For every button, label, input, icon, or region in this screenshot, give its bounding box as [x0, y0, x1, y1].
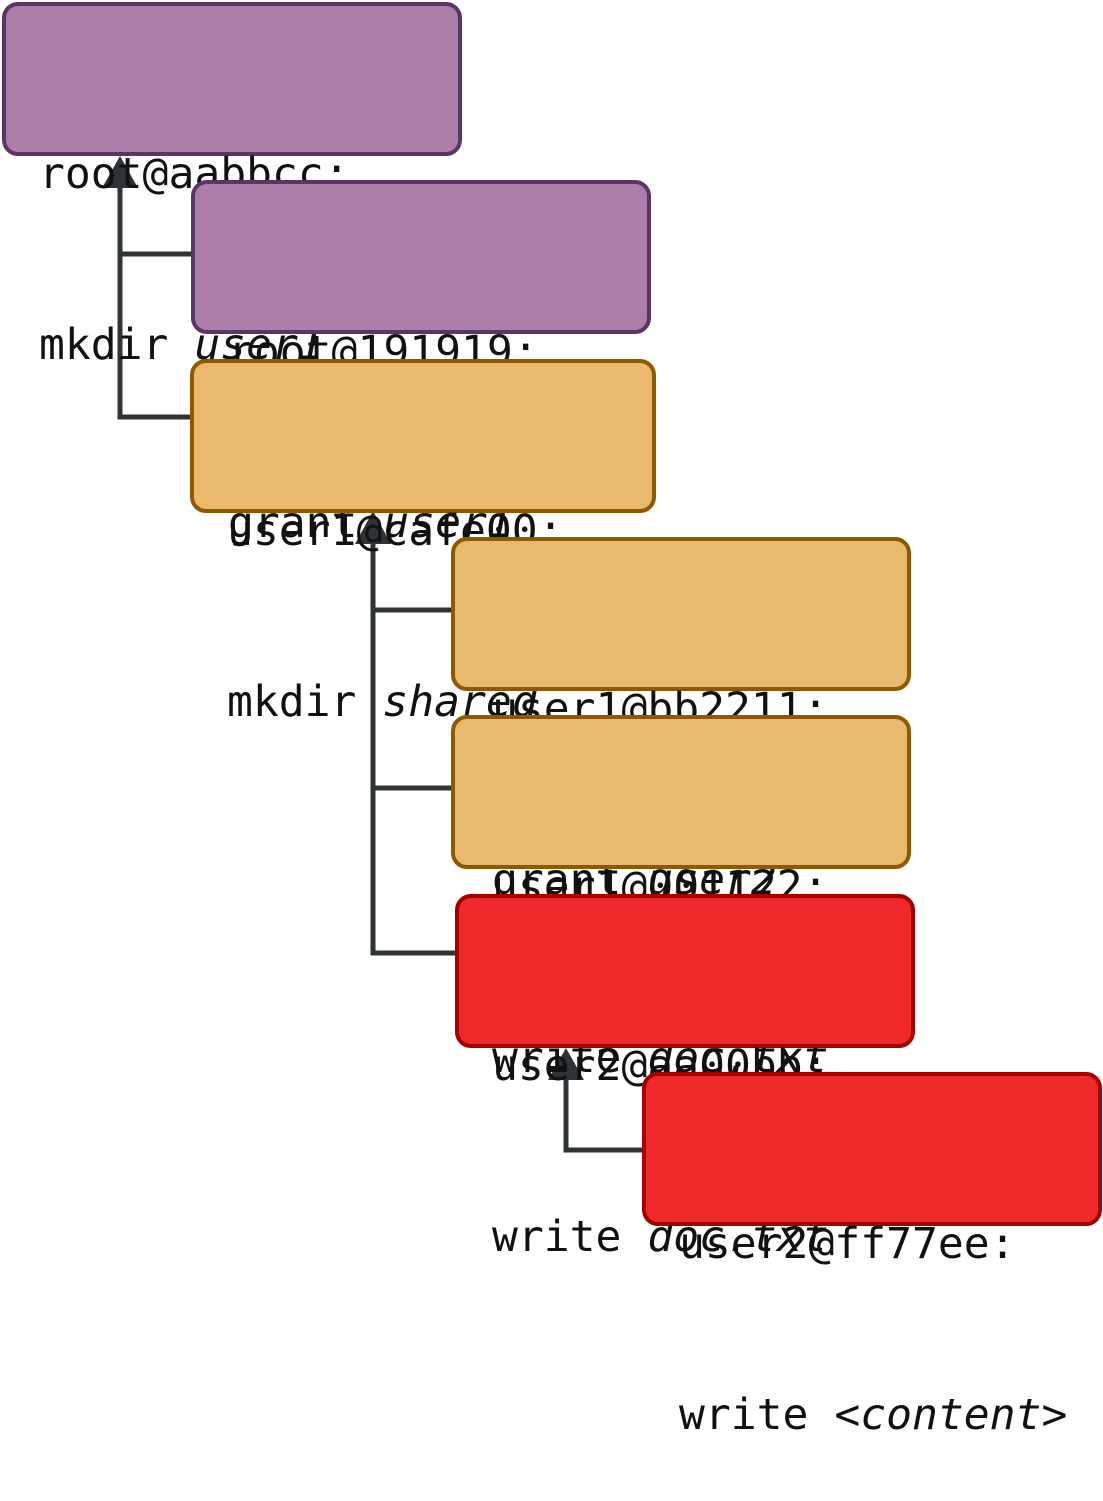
connector-user2-ff77ee-to-user2-aa00bb	[563, 1074, 642, 1153]
node-root-191919: root@191919: grant user1	[191, 180, 651, 548]
connector-user2-aa00bb-to-user1-cafe00	[370, 788, 455, 956]
node-header: user2@ff77ee:	[679, 1219, 1016, 1269]
connector-user1-cafe00-to-root-aabbcc	[117, 254, 191, 420]
node-command: write	[492, 1212, 622, 1262]
node-user2-ff77ee: user2@ff77ee: write <content>	[642, 1072, 1102, 1440]
tree-connectors	[102, 156, 642, 1153]
node-command: mkdir	[39, 320, 169, 370]
node-argument: <content>	[834, 1390, 1068, 1440]
arrowhead-user2-aa00bb	[548, 1048, 584, 1080]
node-user1-bb2211: user1@bb2211: grant user2	[451, 537, 911, 905]
node-command: write	[679, 1390, 809, 1440]
arrowhead-root-aabbcc	[102, 156, 138, 188]
node-root-aabbcc: root@aabbcc: mkdir user1	[2, 2, 462, 370]
node-command: mkdir	[227, 677, 357, 727]
node-user2-aa00bb: user2@aa00bb: write doc.txt	[455, 894, 915, 1262]
arrowhead-user1-cafe00	[355, 511, 391, 544]
node-user1-cafe00: user1@cafe00: mkdir shared	[190, 359, 656, 727]
node-user1-001122: user1@001122: write doc.txt	[451, 715, 911, 1083]
